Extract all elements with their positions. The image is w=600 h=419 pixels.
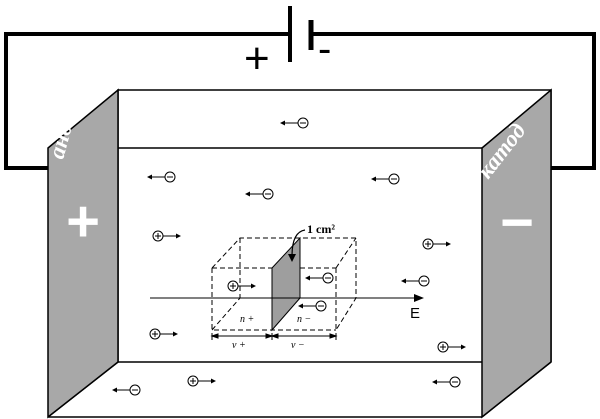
battery-minus-label: - — [318, 27, 331, 71]
cathode-sign: − — [500, 190, 534, 255]
negative-ion — [280, 117, 309, 129]
negative-ion — [298, 300, 327, 312]
circuit-wire-right — [311, 32, 596, 170]
negative-ion — [112, 384, 141, 396]
positive-ion — [422, 238, 451, 250]
battery-plus-label: + — [244, 34, 270, 83]
v-minus-label: v − — [291, 340, 305, 351]
n-minus-label: n − — [297, 314, 311, 325]
field-label: E — [410, 305, 420, 322]
negative-ion — [305, 272, 334, 284]
negative-ion — [401, 275, 430, 287]
negative-ion — [371, 173, 400, 185]
negative-ion — [147, 171, 176, 183]
positive-ion — [437, 341, 466, 353]
area-label: 1 cm² — [307, 222, 335, 236]
positive-ion — [152, 230, 181, 242]
positive-ion — [149, 328, 178, 340]
circuit-wire — [4, 32, 290, 170]
cathode-plate — [481, 88, 552, 419]
negative-ion — [432, 376, 461, 388]
anode-sign: + — [66, 189, 100, 254]
positive-ion — [187, 375, 216, 387]
area-pointer — [291, 229, 306, 257]
negative-ion — [245, 188, 274, 200]
positive-ion — [227, 280, 256, 292]
cathode: катод − — [472, 88, 552, 419]
ions-layer — [112, 117, 466, 396]
velocity-dimensions — [210, 333, 338, 340]
area-pointer-head — [288, 254, 296, 262]
cross-section-area — [271, 236, 301, 332]
battery: + - — [244, 6, 331, 83]
anode-plate — [47, 88, 119, 419]
v-plus-label: v + — [232, 340, 246, 351]
n-plus-label: n + — [240, 314, 254, 325]
anode: анод + — [44, 88, 119, 419]
field-axis: E — [150, 294, 424, 322]
